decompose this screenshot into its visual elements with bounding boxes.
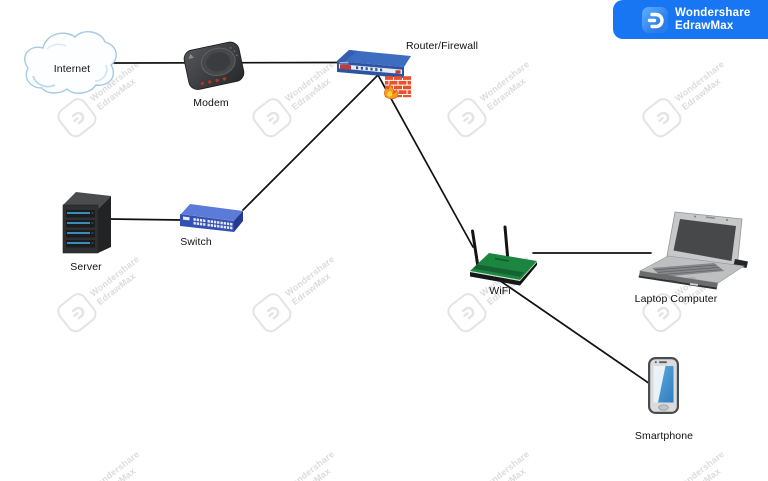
switch-shape	[180, 204, 243, 232]
wifi-antenna	[471, 229, 480, 269]
laptop-shape	[638, 211, 748, 290]
wondershare-edrawmax-badge: Wondershare EdrawMax	[613, 0, 768, 39]
badge-brand-line1: Wondershare	[675, 7, 751, 19]
wifi-antenna	[503, 225, 510, 263]
node-label-internet: Internet	[53, 63, 91, 75]
edge-router-switch	[242, 74, 379, 211]
smartphone-shape	[648, 357, 679, 414]
edrawmax-app-icon	[642, 6, 668, 33]
edge-wifi-smartphone	[498, 279, 654, 387]
node-label-smartphone: Smartphone	[634, 430, 694, 442]
wifi-router-shape	[470, 225, 537, 286]
node-label-router-firewall: Router/Firewall	[405, 40, 479, 52]
server-shape	[62, 192, 111, 254]
node-label-laptop: Laptop Computer	[634, 293, 718, 305]
internet-cloud-shape	[24, 31, 117, 94]
edge-server-switch	[109, 218, 182, 221]
node-label-server: Server	[70, 261, 102, 273]
modem-shape	[183, 41, 245, 90]
node-label-modem: Modem	[193, 97, 229, 109]
firewall-shape	[384, 76, 411, 100]
node-label-wifi: WiFi	[489, 285, 511, 297]
router-shape	[337, 50, 411, 78]
badge-brand-line2: EdrawMax	[675, 19, 734, 32]
node-label-switch: Switch	[180, 236, 212, 248]
edge-router-wifi	[377, 74, 474, 248]
